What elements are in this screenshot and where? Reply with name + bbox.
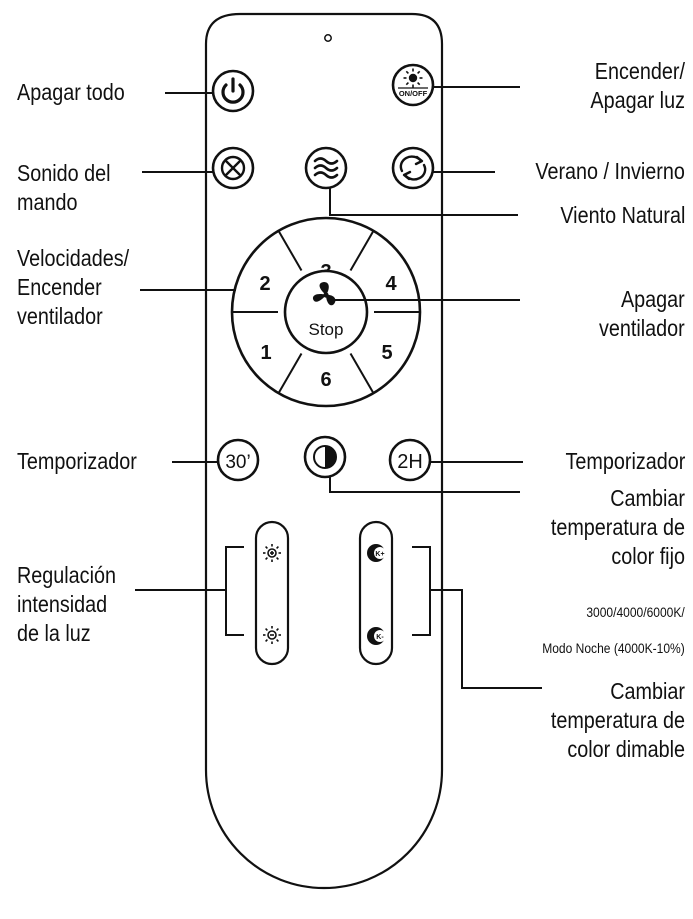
label-cambiar-color-dimable: Cambiar temperatura de color dimable [550, 678, 685, 762]
speed-1-button[interactable]: 1 [260, 342, 271, 364]
speed-6-button[interactable]: 6 [320, 369, 331, 391]
moon-k-plus-icon: K+ [367, 544, 386, 562]
sun-minus-icon [263, 626, 281, 644]
wind-waves-icon [313, 157, 339, 179]
label-color-fijo-detail: 3000/4000/6000K/ Modo Noche (4000K-10%) [542, 604, 685, 656]
mute-button[interactable] [211, 146, 255, 190]
reverse-arrows-icon [399, 155, 427, 181]
timer-30-text: 30’ [225, 452, 250, 473]
natural-wind-button[interactable] [304, 146, 348, 190]
remote-body [204, 12, 444, 890]
k-minus-text: K- [376, 634, 384, 641]
timer-30-button[interactable]: 30’ [216, 438, 260, 482]
label-apagar-ventilador: Apagar ventilador [599, 286, 685, 341]
sun-icon [403, 68, 423, 88]
label-sonido-del-mando: Sonido del mando [17, 160, 111, 215]
speed-2-button[interactable]: 2 [259, 273, 270, 295]
mute-x-icon [220, 155, 246, 181]
light-onoff-button[interactable]: ON/OFF [391, 63, 435, 107]
label-regulacion-intensidad: Regulación intensidad de la luz [17, 562, 116, 646]
power-button[interactable] [211, 69, 255, 113]
label-viento-natural: Viento Natural [560, 202, 685, 228]
onoff-text: ON/OFF [399, 89, 428, 98]
stop-text: Stop [309, 320, 344, 339]
power-icon [221, 77, 245, 104]
label-velocidades: Velocidades/ Encender ventilador [17, 245, 130, 329]
color-temp-down-button[interactable]: K- [367, 627, 386, 645]
moon-k-minus-icon: K- [367, 627, 386, 645]
color-temp-up-button[interactable]: K+ [367, 544, 386, 562]
leader-lines [135, 86, 542, 689]
label-cambiar-color-fijo: Cambiar temperatura de color fijo [550, 485, 685, 569]
speed-5-button[interactable]: 5 [381, 342, 392, 364]
summer-winter-button[interactable] [391, 146, 435, 190]
label-encender-apagar-luz: Encender/ Apagar luz [590, 58, 685, 113]
sun-plus-icon [263, 544, 281, 562]
brightness-up-button[interactable] [263, 544, 281, 562]
timer-2h-button[interactable]: 2H [388, 438, 432, 482]
color-temp-fixed-button[interactable] [303, 435, 347, 479]
brightness-rocker [254, 520, 290, 666]
color-temp-rocker: K+ K- [358, 520, 394, 666]
label-verano-invierno: Verano / Invierno [535, 158, 685, 184]
speed-4-button[interactable]: 4 [385, 273, 397, 295]
k-plus-text: K+ [375, 551, 384, 558]
contrast-icon [313, 445, 337, 469]
label-apagar-todo: Apagar todo [17, 79, 125, 105]
ir-sensor [324, 34, 332, 42]
brightness-down-button[interactable] [263, 626, 281, 644]
fan-stop-button[interactable]: Stop [283, 269, 369, 355]
timer-2h-text: 2H [397, 451, 423, 473]
label-temporizador-right: Temporizador [565, 448, 685, 474]
label-temporizador-left: Temporizador [17, 448, 137, 474]
